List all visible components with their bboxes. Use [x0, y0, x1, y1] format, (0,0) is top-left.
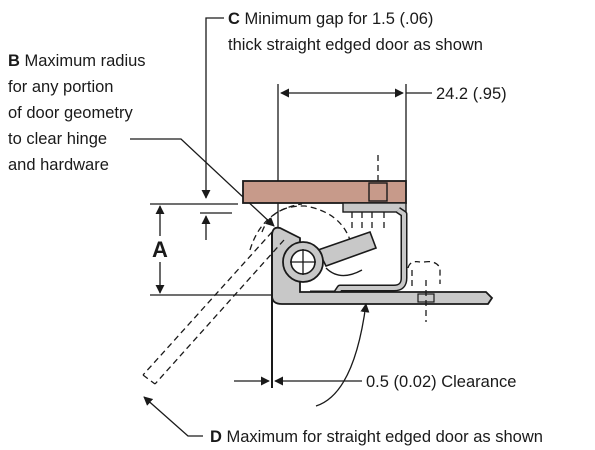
door-panel — [242, 180, 407, 204]
a-dimension: A — [150, 203, 285, 296]
gap-indicator — [200, 212, 232, 240]
callout-c-leader — [201, 17, 224, 199]
callout-b: B Maximum radius for any portion of door… — [8, 52, 275, 227]
callout-c-letter: C — [228, 10, 240, 28]
hinge-spring — [325, 267, 363, 277]
svg-text:C Minimum gap for 1.5 (.06): C Minimum gap for 1.5 (.06) — [228, 10, 433, 28]
svg-text:B Maximum radius: B Maximum radius — [8, 52, 146, 70]
callout-d: D Maximum for straight edged door as sho… — [143, 303, 543, 446]
callout-c: C Minimum gap for 1.5 (.06) thick straig… — [201, 10, 483, 199]
width-dimension-label: 24.2 (.95) — [436, 85, 507, 103]
callout-b-line5: and hardware — [8, 156, 109, 174]
door-open-outline — [142, 231, 285, 385]
hinge-arm — [310, 208, 406, 296]
callout-d-text: Maximum for straight edged door as shown — [227, 428, 543, 446]
a-dimension-label: A — [152, 237, 168, 262]
callout-b-line3: of door geometry — [8, 104, 133, 122]
callout-c-line1: Minimum gap for 1.5 (.06) — [245, 10, 434, 28]
rotation-arc — [315, 303, 370, 407]
plate-screws-hidden — [351, 212, 385, 232]
callout-c-line2: thick straight edged door as shown — [228, 36, 483, 54]
svg-text:D Maximum for straight edged d: D Maximum for straight edged door as sho… — [210, 428, 543, 446]
callout-b-line1: Maximum radius — [25, 52, 146, 70]
door-mounting-plate — [342, 202, 407, 213]
callout-d-leader — [143, 396, 203, 437]
callout-b-line2: for any portion — [8, 78, 113, 96]
clearance-dimension: 0.5 (0.02) Clearance — [234, 373, 516, 391]
callout-b-line4: to clear hinge — [8, 130, 107, 148]
door-hardware-screw — [368, 182, 388, 202]
callout-d-letter: D — [210, 428, 222, 446]
frame-hardware-hidden — [407, 260, 441, 286]
callout-b-letter: B — [8, 52, 20, 70]
hinge-cam-link — [316, 230, 378, 267]
clearance-label: 0.5 (0.02) Clearance — [366, 373, 516, 391]
width-dimension: 24.2 (.95) — [277, 84, 507, 232]
swing-arc — [261, 205, 351, 241]
